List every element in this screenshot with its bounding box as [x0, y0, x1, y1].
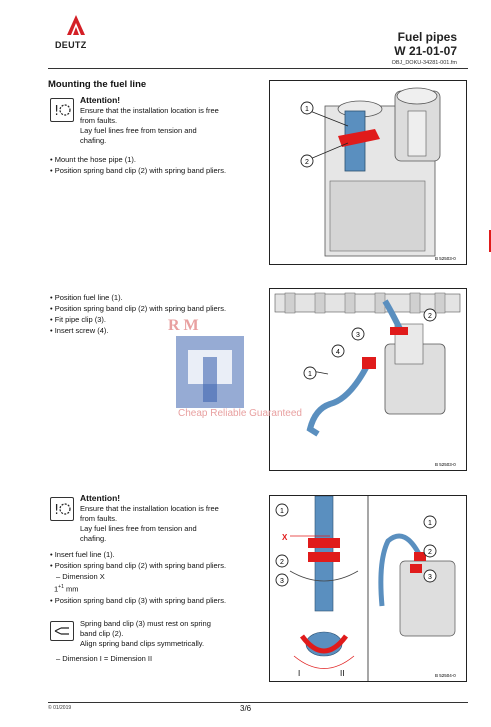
callout-1	[275, 503, 289, 517]
svg-text:4: 4	[336, 349, 340, 356]
list-item: • Position spring band clip (2) with spr…	[50, 304, 227, 313]
attention-title: Attention!	[80, 493, 121, 503]
page-number: 3/6	[240, 704, 252, 713]
note-line: Ensure that the installation location is…	[80, 106, 219, 115]
note-line: from faults.	[80, 116, 118, 125]
callout-3	[351, 327, 365, 341]
figure-code: B 52503-0	[435, 256, 456, 261]
list-item: • Position fuel line (1).	[50, 293, 123, 302]
attention-note-2: Attention! Ensure that the installation …	[80, 493, 270, 544]
note-line: Ensure that the installation location is…	[80, 504, 219, 513]
svg-text:!: !	[54, 104, 59, 119]
note-line: from faults.	[80, 514, 118, 523]
sub-item: – Dimension I = Dimension II	[56, 654, 153, 663]
callout-2	[423, 308, 437, 322]
svg-text:2: 2	[428, 313, 432, 320]
dimension-x-label: X	[282, 533, 288, 542]
callout-2	[423, 544, 437, 558]
note-line: Lay fuel lines free from tension and	[80, 126, 197, 135]
brand-name: DEUTZ	[55, 40, 87, 50]
document-number: W 21-01-07	[394, 44, 457, 58]
callout-4	[331, 344, 345, 358]
svg-text:2: 2	[428, 549, 432, 556]
svg-text:1: 1	[428, 520, 432, 527]
svg-text:3: 3	[428, 574, 432, 581]
note-line: chafing.	[80, 534, 107, 543]
footer-rule	[48, 702, 468, 703]
callout-2	[300, 154, 314, 168]
svg-text:1: 1	[308, 371, 312, 378]
deutz-logo	[67, 15, 85, 35]
watermark: R M Cheap Reliable Guaranteed	[128, 312, 358, 422]
attention-icon: !	[50, 98, 74, 122]
svg-text:3: 3	[280, 578, 284, 585]
object-id: OBJ_DOKU-34281-001.fm	[391, 60, 457, 66]
page-edge-mark	[489, 230, 491, 252]
pliers-note: Spring band clip (3) must rest on spring…	[80, 619, 211, 648]
svg-text:3: 3	[356, 332, 360, 339]
list-item: • Insert fuel line (1).	[50, 550, 115, 559]
attention-note-1: Attention! Ensure that the installation …	[80, 95, 270, 146]
svg-text:1: 1	[280, 508, 284, 515]
list-item: • Position spring band clip (3) with spr…	[50, 595, 227, 605]
step-list-3: • Insert fuel line (1). • Position sprin…	[50, 549, 265, 606]
list-item: • Mount the hose pipe (1).	[50, 155, 137, 164]
page-title: Fuel pipes	[397, 30, 457, 44]
figure-2: 1 2 3 4 B 52503-0	[269, 288, 467, 471]
figure-code: B 52504-0	[435, 673, 456, 678]
callout-3	[423, 569, 437, 583]
list-item: • Insert screw (4).	[50, 326, 109, 335]
header-rule	[48, 68, 468, 69]
list-item: • Position spring band clip (2) with spr…	[50, 561, 227, 570]
note-line: Lay fuel lines free from tension and	[80, 524, 197, 533]
watermark-letters: R M	[168, 317, 199, 334]
svg-text:!: !	[54, 503, 59, 518]
pliers-note-icon	[50, 621, 74, 641]
callout-2	[275, 554, 289, 568]
attention-icon: !	[50, 497, 74, 521]
callout-1	[303, 366, 317, 380]
dimension-i-label: I	[298, 669, 300, 678]
figure-code: B 52503-0	[435, 462, 456, 467]
attention-title: Attention!	[80, 95, 121, 105]
step-list-1: • Mount the hose pipe (1). • Position sp…	[50, 154, 265, 176]
svg-text:2: 2	[305, 159, 309, 166]
step-list-2: • Position fuel line (1). • Position spr…	[50, 292, 265, 336]
footer-date: © 01/2019	[48, 705, 72, 711]
dimension-value: 1+1 mm	[54, 584, 79, 594]
callout-1	[300, 101, 314, 115]
figure-1: 1 2 B 52503-0	[269, 80, 467, 265]
note-line: chafing.	[80, 136, 107, 145]
callout-1	[423, 515, 437, 529]
list-item: • Position spring band clip (2) with spr…	[50, 166, 227, 175]
svg-text:2: 2	[280, 559, 284, 566]
list-item: • Fit pipe clip (3).	[50, 315, 106, 324]
svg-text:1: 1	[305, 106, 309, 113]
watermark-tagline: Cheap Reliable Guaranteed	[178, 408, 302, 419]
callout-3	[275, 573, 289, 587]
dimension-ii-label: II	[340, 669, 344, 678]
section-heading: Mounting the fuel line	[48, 79, 147, 90]
figure-3: X I II 1 2 3 1 2 3 B 52504-0	[269, 495, 467, 682]
sub-item: – Dimension X	[56, 572, 105, 581]
